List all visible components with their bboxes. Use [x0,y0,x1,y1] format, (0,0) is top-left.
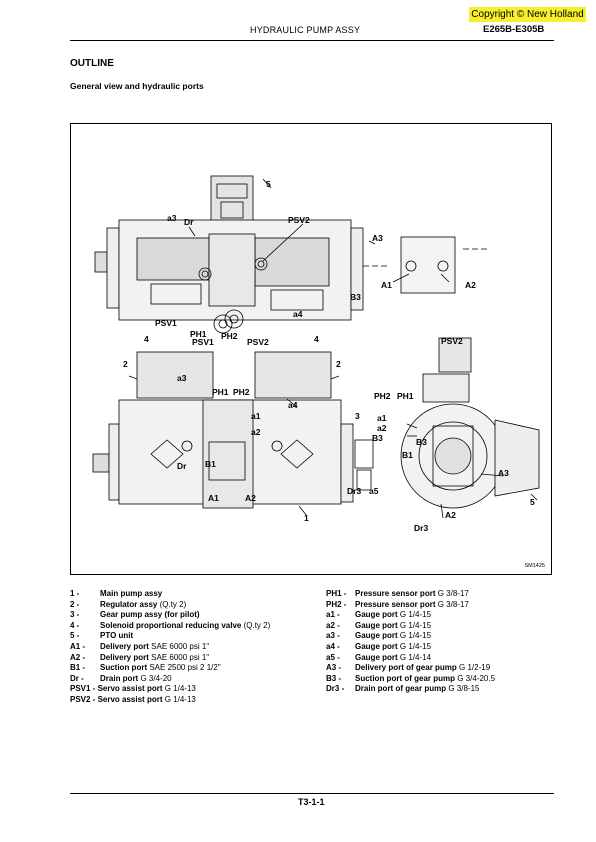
legend-item: 4 -Solenoid proportional reducing valve … [70,620,271,630]
label-a3-top: a3 [167,213,177,223]
label-2-left: 2 [123,359,128,369]
label-dr3-side: Dr3 [414,523,429,533]
label-b1-front: B1 [205,459,216,469]
header-model: E265B-E305B [483,24,545,35]
label-a5-side: a5 [369,486,379,496]
legend-item: A3 -Delivery port of gear pump G 1/2-19 [326,663,491,673]
legend-item: a2 -Gauge port G 1/4-15 [326,620,432,630]
legend-item: Dr3 -Drain port of gear pump G 3/8-15 [326,684,480,694]
label-b1-side: B1 [402,450,413,460]
label-ph2-top: PH2 [221,331,238,341]
label-a1-side: a1 [377,413,387,423]
subsection-title: General view and hydraulic ports [70,81,204,91]
legend-item: PSV2 - Servo assist port G 1/4-13 [70,694,196,704]
legend-item: PSV1 - Servo assist port G 1/4-13 [70,684,196,694]
label-ph2-side: PH2 [374,391,391,401]
label-psv1-front: PSV1 [192,337,214,347]
legend-item: 1 -Main pump assy [70,589,163,598]
pump-figure: 5 a3 Dr PSV2 A3 A1 A2 B3 a4 PSV1 PH1 PH2… [70,123,552,575]
legend-item: a1 -Gauge port G 1/4-15 [326,610,432,620]
label-psv2-front: PSV2 [247,337,269,347]
label-a2-front: a2 [251,427,261,437]
legend-item: A1 -Delivery port SAE 6000 psi 1" [70,641,210,651]
label-a3-big-side: A3 [498,468,509,478]
label-b3-top: B3 [350,292,361,302]
label-a2-side: a2 [377,423,387,433]
legend-item: 3 -Gear pump assy (for pilot) [70,610,200,620]
legend-item: PH2 -Pressure sensor port G 3/8-17 [326,599,469,609]
label-a2-big-side: A2 [445,510,456,520]
legend-item: a3 -Gauge port G 1/4-15 [326,631,432,641]
label-psv1-top: PSV1 [155,318,177,328]
label-5-top: 5 [266,179,271,189]
header-title: HYDRAULIC PUMP ASSY [250,25,361,35]
label-dr-top: Dr [184,217,194,227]
label-psv2-top: PSV2 [288,215,310,225]
legend-item: Dr -Drain port G 3/4-20 [70,673,172,683]
header-rule [70,40,554,41]
legend-item: 5 -PTO unit [70,631,134,641]
label-psv2-side: PSV2 [441,336,463,346]
legend-item: 2 -Regulator assy (Q.ty 2) [70,599,187,609]
label-b3-side: B3 [416,437,427,447]
side-view-drawing [400,337,540,519]
copyright-badge: Copyright © New Holland [469,7,586,22]
label-ph1-side: PH1 [397,391,414,401]
legend-item: a5 -Gauge port G 1/4-14 [326,652,432,662]
label-a3-front: a3 [177,373,187,383]
label-dr3-small-side: Dr3 [347,486,362,496]
label-b3-small-side: B3 [372,433,383,443]
page-number: T3-1-1 [298,797,325,807]
legend-item: B1 -Suction port SAE 2500 psi 2 1/2" [70,663,221,673]
front-view-drawing [92,314,374,517]
label-a4-top: a4 [293,309,303,319]
label-ph1-front: PH1 [212,387,229,397]
label-a4-front: a4 [288,400,298,410]
legend-item: B3 -Suction port of gear pump G 3/4-20.5 [326,673,496,683]
label-a2-big-top: A2 [465,280,476,290]
label-dr-front: Dr [177,461,187,471]
label-a3-big-top: A3 [372,233,383,243]
label-1-front: 1 [304,513,309,523]
legend-item: a4 -Gauge port G 1/4-15 [326,641,432,651]
figure-code: SM1425 [524,563,546,569]
label-4-left: 4 [144,334,149,344]
label-2-right: 2 [336,359,341,369]
legend-left: 1 -Main pump assy 2 -Regulator assy (Q.t… [70,589,270,706]
pump-drawing [92,175,540,519]
label-ph2-front: PH2 [233,387,250,397]
label-4-right: 4 [314,334,319,344]
label-a2-big-front: A2 [245,493,256,503]
label-3-side: 3 [355,411,360,421]
legend-right: PH1 -Pressure sensor port G 3/8-17 PH2 -… [326,589,495,695]
label-a1-big-front: A1 [208,493,219,503]
footer-rule [70,793,554,794]
legend-item: A2 -Delivery port SAE 6000 psi 1" [70,652,210,662]
label-ph1-top: PH1 [190,329,207,339]
label-a1-big-top: A1 [381,280,392,290]
top-view-drawing [94,175,489,329]
section-title: OUTLINE [70,58,114,69]
label-5-side: 5 [530,497,535,507]
label-a1-front: a1 [251,411,261,421]
legend-item: PH1 -Pressure sensor port G 3/8-17 [326,589,469,598]
